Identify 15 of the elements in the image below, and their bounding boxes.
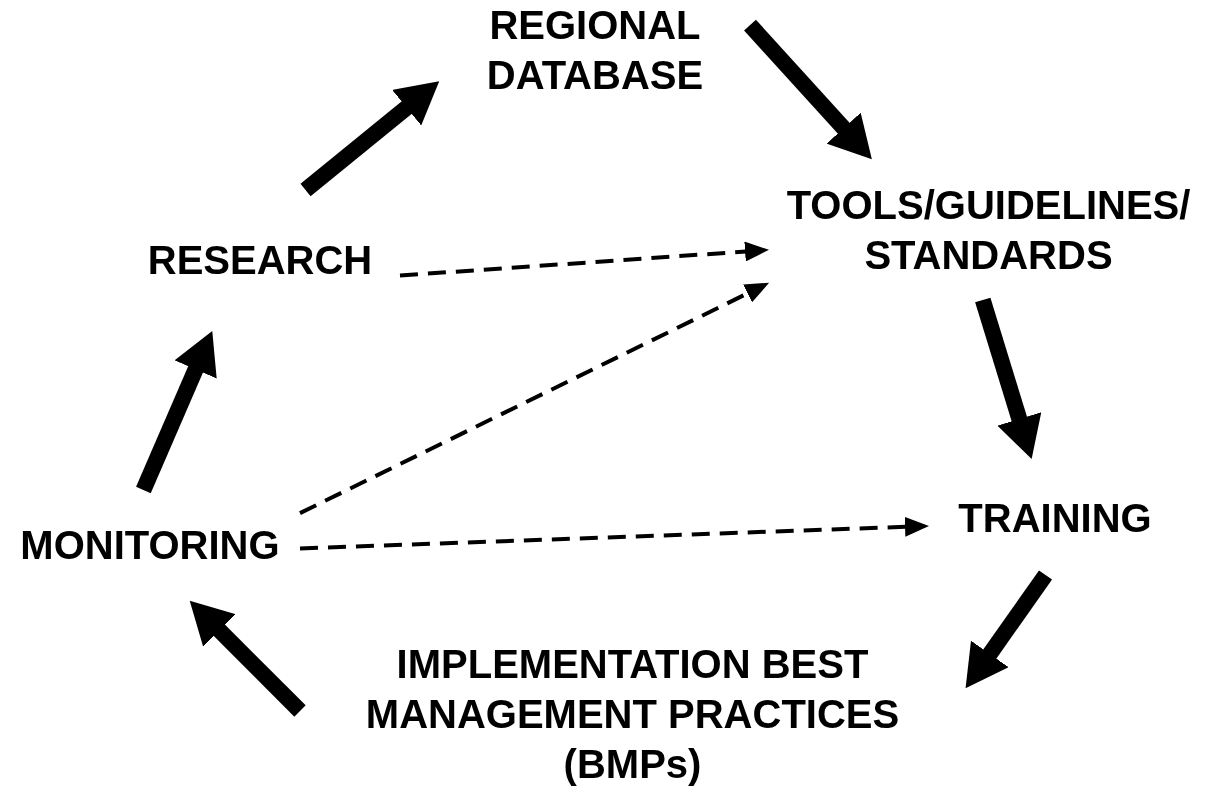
arrow: [300, 81, 440, 197]
arrow: [975, 297, 1042, 460]
arrow: [399, 241, 769, 278]
stage-label: IMPLEMENTATION BEST MANAGEMENT PRACTICES (BMPs): [364, 640, 901, 787]
stage-label: TOOLS/GUIDELINES/ STANDARDS: [785, 182, 1192, 279]
stage-label: REGIONAL DATABASE: [485, 2, 705, 99]
stage-label: RESEARCH: [146, 237, 374, 284]
arrow: [299, 282, 770, 515]
arrow: [189, 600, 306, 717]
arrow: [136, 330, 217, 494]
arrow: [744, 19, 872, 160]
arrow: [965, 570, 1053, 689]
arrow: [299, 516, 929, 551]
stage-label: MONITORING: [19, 522, 281, 569]
stage-label: TRAINING: [957, 494, 1153, 542]
